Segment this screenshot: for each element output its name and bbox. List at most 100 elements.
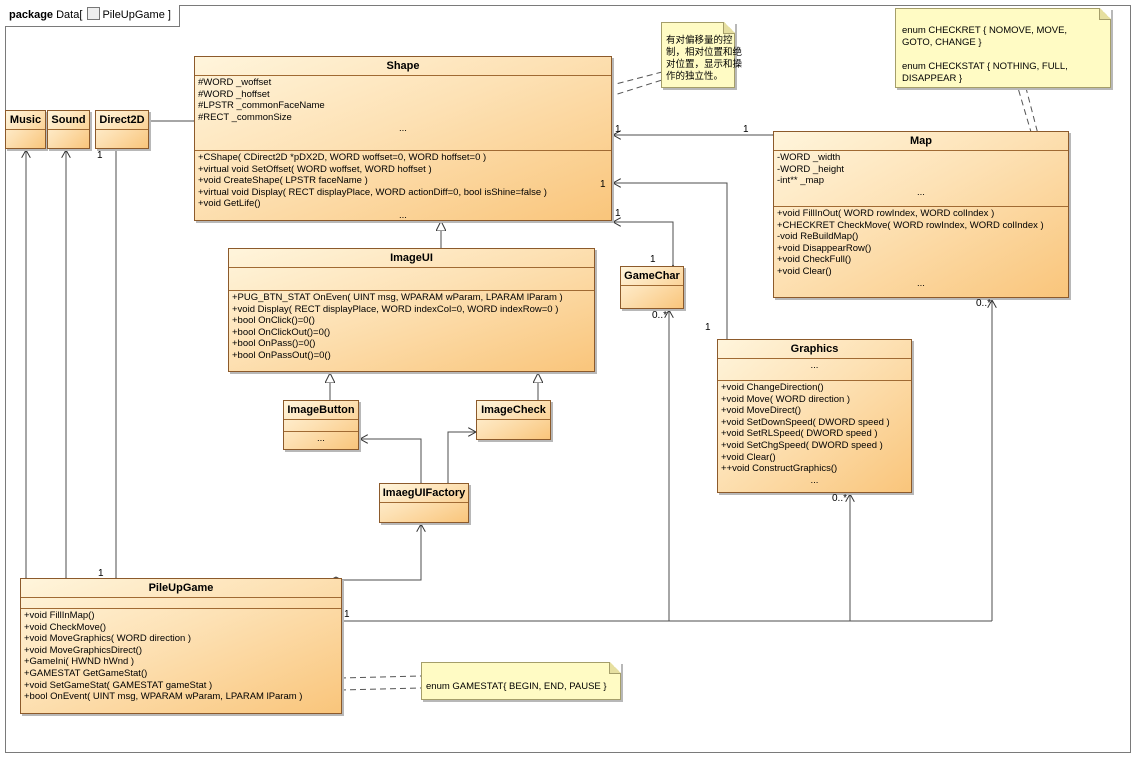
operation: +void MoveGraphicsDirect() [24, 644, 142, 656]
attribute: #WORD _woffset [198, 77, 272, 88]
note-line: 有对偏移量的控 [666, 35, 733, 46]
operation-ellipsis: ... [810, 474, 819, 486]
class-music-title: Music [6, 111, 45, 130]
class-map-operations: +void FillInOut( WORD rowIndex, WORD col… [774, 207, 1068, 290]
note-link-game [339, 675, 423, 679]
class-direct2d[interactable]: Direct2D [95, 110, 149, 149]
class-imagecheck-attributes [477, 420, 550, 436]
operation: +void SetChgSpeed( DWORD speed ) [721, 439, 883, 451]
link-gamechar-shape [613, 222, 673, 265]
class-graphics-title: Graphics [718, 340, 911, 359]
class-graphics-operations: +void ChangeDirection() +void Move( WORD… [718, 381, 911, 487]
operation: +void CreateShape( LPSTR faceName ) [198, 175, 368, 187]
operation: +GAMESTAT GetGameStat() [24, 667, 148, 679]
class-map[interactable]: Map -WORD _width -WORD _height -int** _m… [773, 131, 1069, 298]
operation-ellipsis: ... [317, 433, 325, 444]
operation: +bool OnPassOut()=0() [232, 349, 331, 361]
mult-map-bottom: 0..* [976, 298, 992, 309]
operation-ellipsis: ... [917, 277, 925, 289]
operation: +bool OnPass()=0() [232, 338, 316, 350]
note-link-game-2 [339, 687, 423, 691]
diagram-icon [87, 7, 101, 20]
note-line: 制，相对位置和绝 [666, 47, 743, 58]
operation: +PUG_BTN_STAT OnEven( UINT msg, WPARAM w… [232, 292, 563, 303]
attribute-ellipsis: ... [917, 186, 925, 198]
class-imagebutton[interactable]: ImageButton ... [283, 400, 359, 450]
note-line: GOTO, CHANGE } [902, 37, 982, 48]
class-pileupgame-attributes [21, 598, 341, 609]
class-sound[interactable]: Sound [47, 110, 90, 149]
operation: +virtual void SetOffset( WORD woffset, W… [198, 163, 432, 175]
operation: +void CheckFull() [777, 254, 852, 266]
link-factory-imagebutton [360, 439, 421, 483]
note-line: enum CHECKRET { NOMOVE, MOVE, [902, 25, 1068, 36]
note-line [902, 49, 1106, 61]
class-shape-operations: +CShape( CDirect2D *pDX2D, WORD woffset=… [195, 151, 611, 222]
class-imagebutton-operations: ... [284, 432, 358, 445]
package-keyword: package [9, 9, 54, 21]
class-imagebutton-attributes [284, 420, 358, 432]
class-imagecheck[interactable]: ImageCheck [476, 400, 551, 440]
class-shape-attributes: #WORD _woffset #WORD _hoffset #LPSTR _co… [195, 76, 611, 151]
operation: +CShape( CDirect2D *pDX2D, WORD woffset=… [198, 152, 487, 163]
class-imageui-title: ImageUI [229, 249, 594, 268]
attribute-ellipsis: ... [399, 123, 407, 135]
mult-pileupgame-direct2d: 1 [98, 568, 104, 579]
class-graphics[interactable]: Graphics ... +void ChangeDirection() +vo… [717, 339, 912, 493]
class-direct2d-title: Direct2D [96, 111, 148, 130]
operation: +void Display( RECT displayPlace, WORD i… [232, 303, 559, 315]
operation: ++void ConstructGraphics() [721, 463, 838, 475]
operation: +void SetGameStat( GAMESTAT gameStat ) [24, 679, 213, 691]
operation: +bool OnClick()=0() [232, 315, 315, 327]
class-sound-title: Sound [48, 111, 89, 130]
note-link-shape [607, 71, 663, 87]
mult-shape-map: 1 [615, 124, 621, 135]
class-imageui[interactable]: ImageUI +PUG_BTN_STAT OnEven( UINT msg, … [228, 248, 595, 372]
class-music[interactable]: Music [5, 110, 46, 149]
attribute: #WORD _hoffset [198, 88, 270, 100]
class-gamechar[interactable]: GameChar [620, 266, 684, 309]
attribute-ellipsis: ... [810, 360, 819, 371]
operation: +void Clear() [777, 265, 832, 277]
operation: +CHECKRET CheckMove( WORD rowIndex, WORD… [777, 219, 1044, 231]
class-imageuifactory-attributes [380, 503, 468, 519]
class-imageuifactory[interactable]: ImaegUIFactory [379, 483, 469, 523]
operation: +void MoveGraphics( WORD direction ) [24, 633, 192, 645]
mult-graphics-bottom: 0..* [832, 493, 848, 504]
operation: +void CheckMove() [24, 621, 107, 633]
class-gamechar-title: GameChar [621, 267, 683, 286]
mult-graphics-top: 1 [705, 322, 711, 333]
operation: +virtual void Display( RECT displayPlace… [198, 186, 547, 198]
note-gamestat[interactable]: enum GAMESTAT{ BEGIN, END, PAUSE } [421, 662, 621, 700]
mult-shape-gamechar: 1 [615, 208, 621, 219]
class-shape-title: Shape [195, 57, 611, 76]
note-shape[interactable]: 有对偏移量的控 制，相对位置和绝 对位置，显示和操 作的独立性。 [661, 22, 743, 88]
link-pileupgame-factory [342, 524, 421, 580]
mult-shape-graphics: 1 [600, 179, 606, 190]
package-tab: package Data[ PileUpGame ] [5, 5, 180, 27]
attribute: -int** _map [777, 175, 824, 187]
operation: +void ChangeDirection() [721, 382, 824, 393]
operation-ellipsis: ... [399, 209, 407, 221]
class-imageui-attributes [229, 268, 594, 291]
attribute: #LPSTR _commonFaceName [198, 100, 325, 112]
attribute: -WORD _height [777, 163, 845, 175]
note-line: enum CHECKSTAT { NOTHING, FULL, [902, 61, 1068, 72]
operation: +void MoveDirect() [721, 405, 801, 417]
operation: -void ReBuildMap() [777, 231, 859, 243]
attribute: -WORD _width [777, 152, 841, 163]
note-map[interactable]: enum CHECKRET { NOMOVE, MOVE, GOTO, CHAN… [895, 8, 1111, 88]
note-line: enum GAMESTAT{ BEGIN, END, PAUSE } [426, 681, 607, 692]
package-name: Data [56, 9, 80, 21]
operation: +void FillInOut( WORD rowIndex, WORD col… [777, 208, 995, 219]
class-pileupgame[interactable]: PileUpGame +void FillInMap() +void Check… [20, 578, 342, 714]
operation: +GameIni( HWND hWnd ) [24, 656, 135, 668]
class-graphics-attributes: ... [718, 359, 911, 381]
operation: +void Move( WORD direction ) [721, 393, 851, 405]
note-line: 对位置，显示和操 [666, 59, 743, 70]
class-map-title: Map [774, 132, 1068, 151]
operation: +void SetRLSpeed( DWORD speed ) [721, 428, 878, 440]
mult-gamechar-bottom: 0..* [652, 310, 668, 321]
operation: +void GetLife() [198, 198, 261, 210]
class-shape[interactable]: Shape #WORD _woffset #WORD _hoffset #LPS… [194, 56, 612, 221]
